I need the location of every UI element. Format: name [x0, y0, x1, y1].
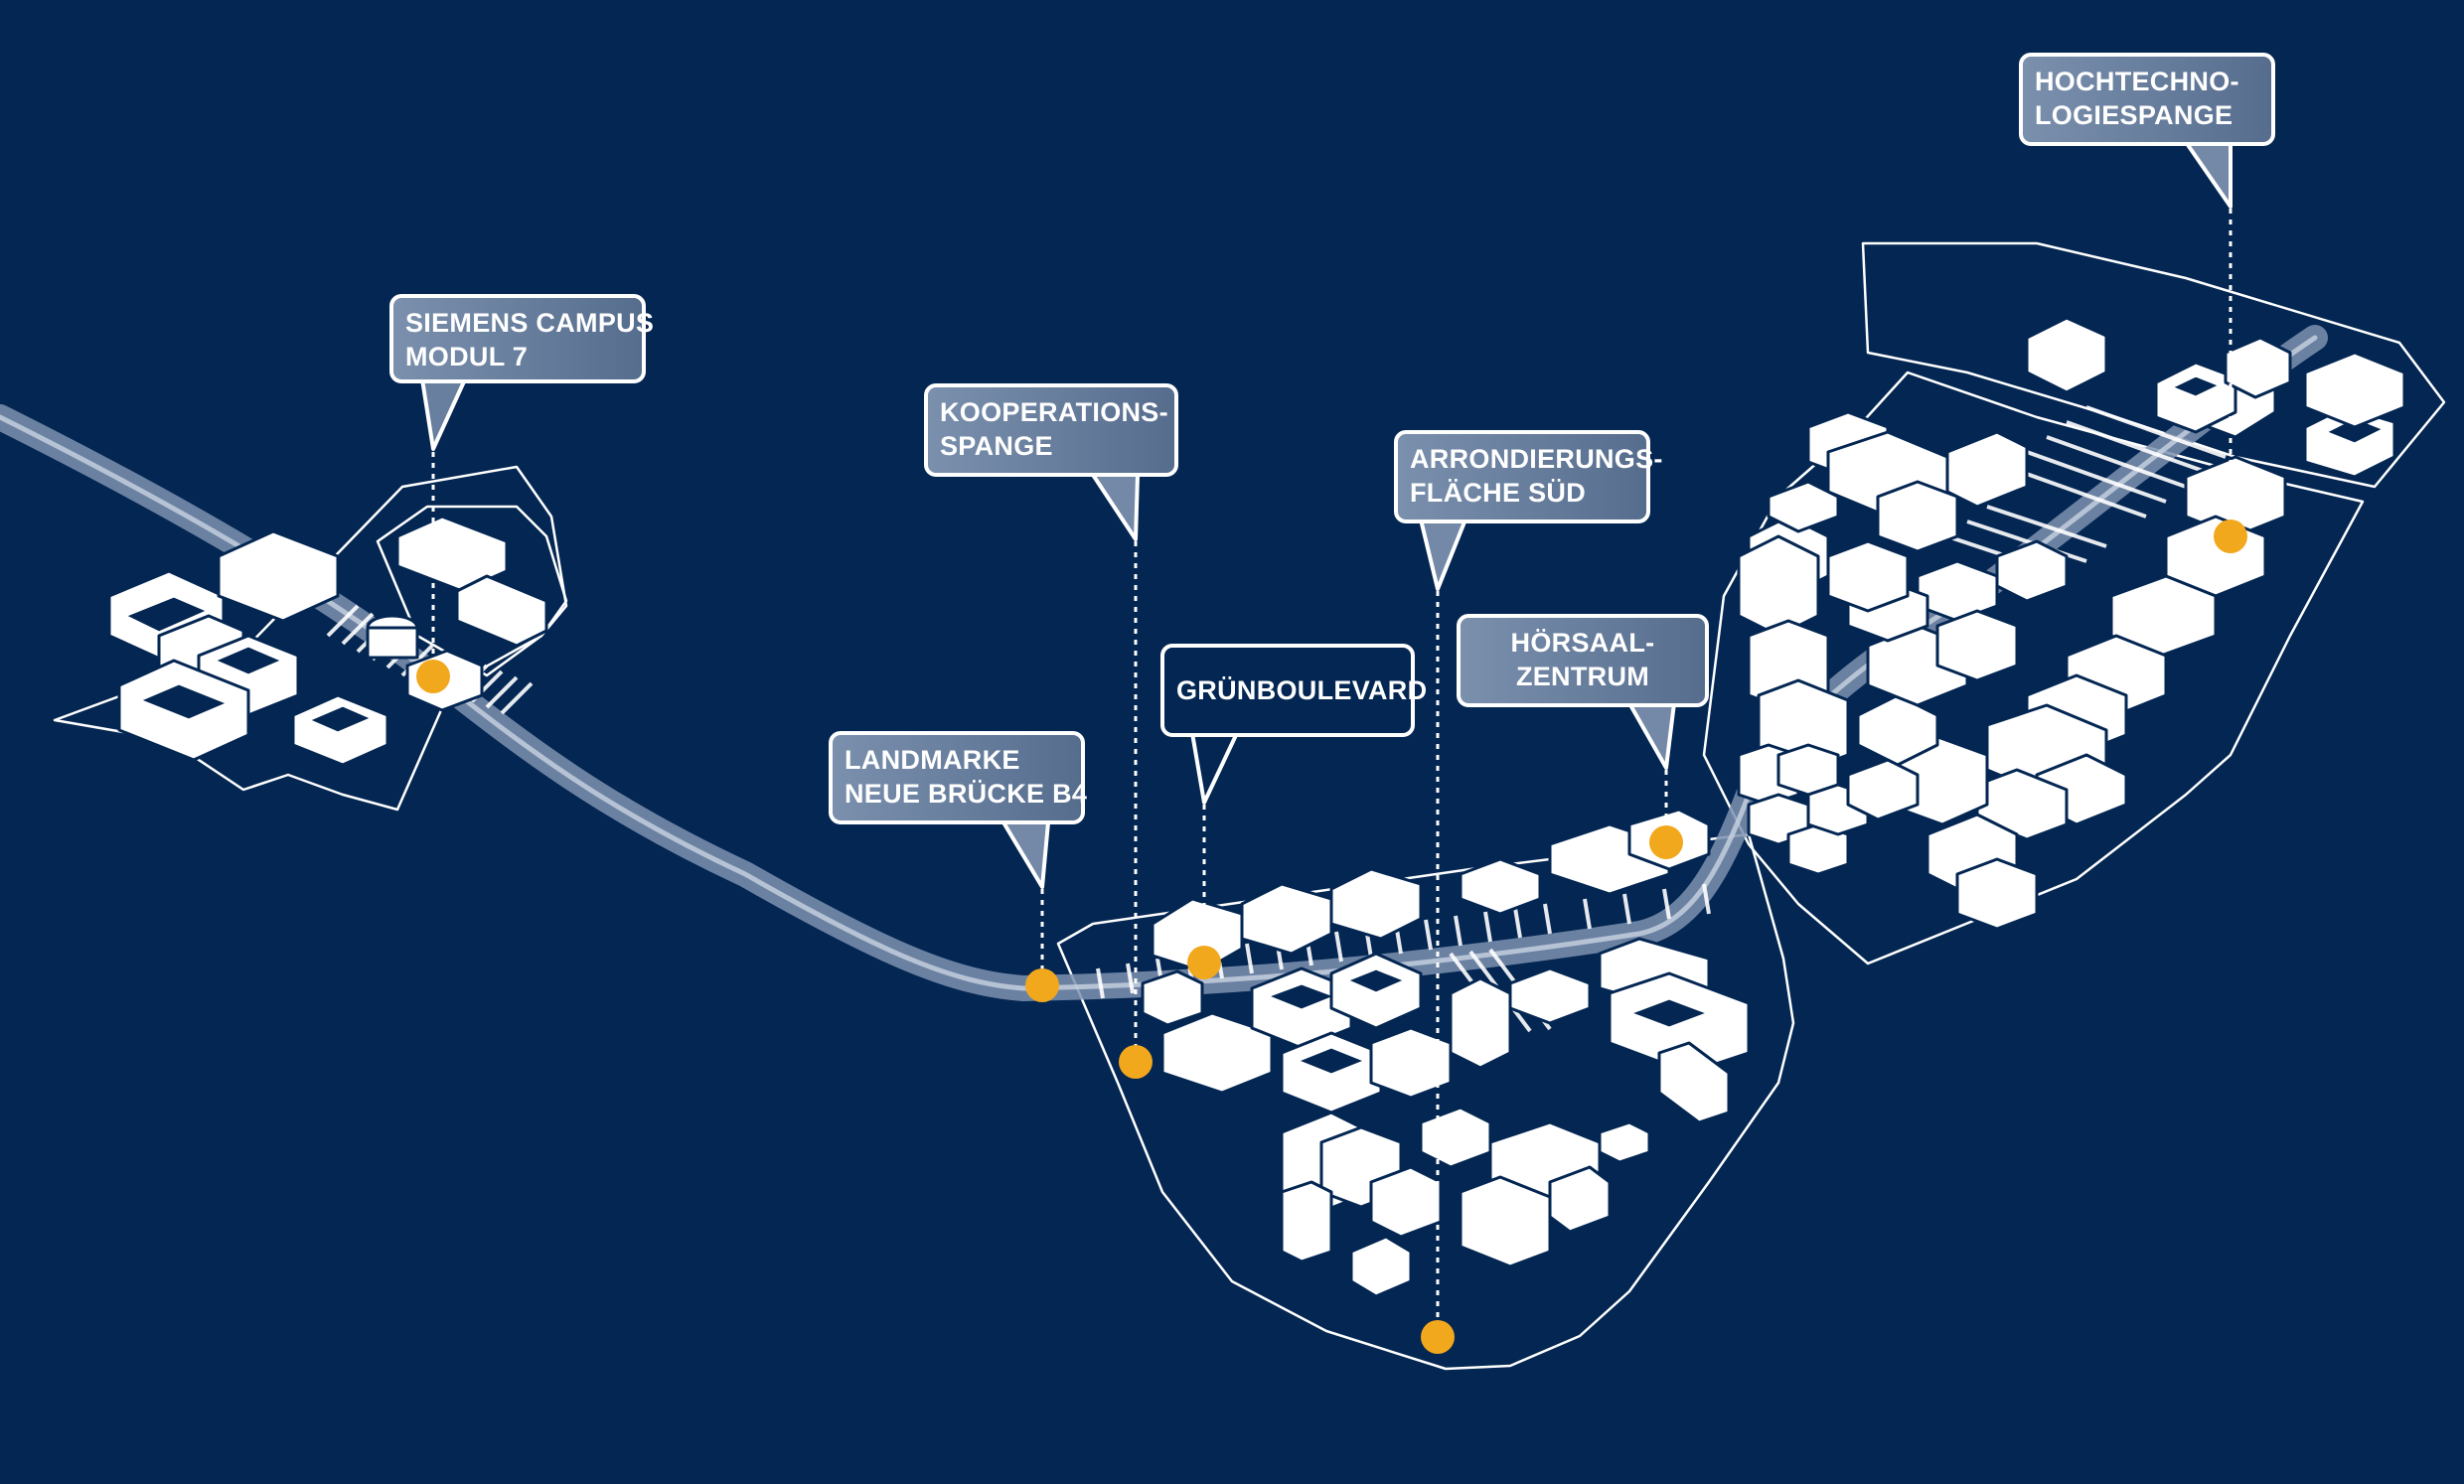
- leader-lines: [431, 209, 2233, 1336]
- buildings: [107, 316, 2406, 1298]
- callout-hochtechnologiespange[interactable]: HOCHTECHNO- LOGIESPANGE: [2019, 53, 2275, 146]
- callout-arrondierung-line-1: ARRONDIERUNGS-: [1410, 444, 1663, 474]
- callout-kooperation-line-1: KOOPERATIONS-: [940, 397, 1168, 427]
- callout-gruenboulevard-line-1: GRÜNBOULEVARD: [1176, 675, 1428, 705]
- tail-hochtechnologie: [2184, 140, 2233, 209]
- callout-arrondierungsflaeche[interactable]: ARRONDIERUNGS- FLÄCHE SÜD: [1394, 430, 1663, 523]
- callout-arrondierung-line-2: FLÄCHE SÜD: [1410, 478, 1586, 508]
- marker-gruenboulevard[interactable]: [1187, 946, 1221, 979]
- location-markers: [416, 519, 2247, 1354]
- callout-gruenboulevard[interactable]: GRÜNBOULEVARD: [1160, 644, 1428, 737]
- callout-hochtechnologie-line-1: HOCHTECHNO-: [2035, 67, 2239, 96]
- marker-kooperation[interactable]: [1119, 1045, 1153, 1079]
- site-outline-hightech-zone: [1861, 241, 2446, 489]
- callout-siemens-line-2: MODUL 7: [405, 342, 529, 371]
- callout-hoersaal-line-2: ZENTRUM: [1515, 662, 1650, 691]
- buildings-siemens-campus: [107, 515, 548, 767]
- buildings-hightech-zone: [2025, 316, 2292, 434]
- callout-landmarke-line-2: NEUE BRÜCKE B4: [845, 779, 1088, 809]
- marker-hochtechnologie[interactable]: [2214, 519, 2247, 553]
- buildings-north-campus: [1737, 316, 2406, 931]
- callout-landmarke-neue-bruecke[interactable]: LANDMARKE NEUE BRÜCKE B4: [829, 731, 1088, 824]
- marker-landmarke[interactable]: [1025, 968, 1059, 1002]
- callout-landmarke-line-1: LANDMARKE: [845, 745, 1020, 775]
- tail-arrondierung: [1419, 518, 1467, 591]
- marker-arrondierung[interactable]: [1421, 1320, 1455, 1354]
- site-outline-siemens-annex: [376, 505, 568, 677]
- callout-hoersaal-line-1: HÖRSAAL-: [1510, 628, 1655, 658]
- tail-hoersaal: [1627, 701, 1676, 770]
- callout-kooperationsspange[interactable]: KOOPERATIONS- SPANGE: [924, 383, 1178, 477]
- tail-landmarke: [1001, 820, 1050, 889]
- callout-siemens-line-1: SIEMENS CAMPUS: [405, 308, 655, 338]
- site-outline-siemens-campus: [53, 465, 568, 812]
- callout-tails: [420, 140, 2233, 889]
- marker-hoersaal[interactable]: [1649, 825, 1683, 859]
- tail-gruenboulevard: [1190, 731, 1239, 805]
- callout-hoersaalzentrum[interactable]: HÖRSAAL- ZENTRUM: [1457, 614, 1709, 707]
- callout-siemens-campus[interactable]: SIEMENS CAMPUS MODUL 7: [389, 294, 655, 383]
- buildings-south-campus: [1141, 808, 1751, 1298]
- tail-siemens: [420, 377, 467, 451]
- tail-kooperation: [1091, 473, 1140, 541]
- callout-hochtechnologie-line-2: LOGIESPANGE: [2035, 100, 2233, 130]
- callout-kooperation-line-2: SPANGE: [940, 431, 1053, 461]
- marker-siemens[interactable]: [416, 660, 450, 693]
